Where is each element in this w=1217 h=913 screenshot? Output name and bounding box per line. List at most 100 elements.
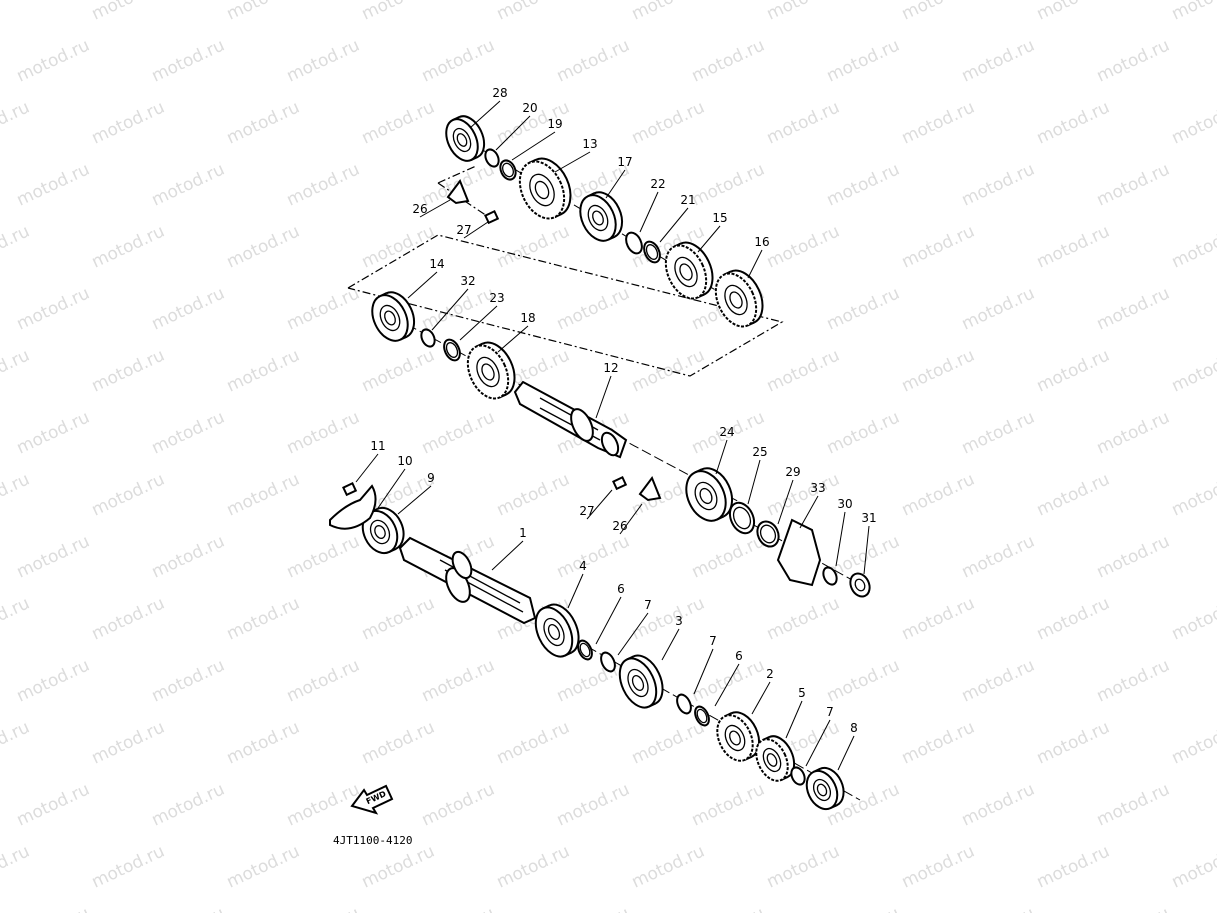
watermark-text: motod.ru [1034, 841, 1113, 892]
watermark-text: motod.ru [1094, 159, 1173, 210]
watermark-text: motod.ru [959, 779, 1038, 830]
watermark-text: motod.ru [899, 593, 978, 644]
diagram-code: 4JT1100-4120 [333, 834, 412, 847]
callout-leader [554, 151, 591, 173]
watermark-text: motod.ru [959, 159, 1038, 210]
watermark-text: motod.ru [959, 283, 1038, 334]
watermark-text: motod.ru [899, 221, 978, 272]
watermark-text: motod.ru [824, 903, 903, 913]
watermark-text: motod.ru [0, 345, 33, 396]
watermark-text: motod.ru [89, 0, 168, 25]
part-clip [625, 231, 643, 255]
watermark-text: motod.ru [899, 469, 978, 520]
callout-leader [491, 540, 524, 571]
watermark-text: motod.ru [764, 0, 843, 25]
part-ring [728, 501, 756, 535]
watermark-text: motod.ru [554, 903, 633, 913]
watermark-text: motod.ru [0, 469, 33, 520]
watermark-text: motod.ru [89, 345, 168, 396]
callout-leader [799, 495, 819, 529]
watermark-text: motod.ru [1169, 593, 1217, 644]
callout-label: 12 [603, 361, 618, 375]
callout-leader [837, 735, 855, 771]
watermark-text: motod.ru [1034, 593, 1113, 644]
watermark-text: motod.ru [1094, 779, 1173, 830]
watermark-text: motod.ru [824, 159, 903, 210]
watermark-text: motod.ru [284, 283, 363, 334]
part-clip [676, 693, 692, 715]
watermark-text: motod.ru [359, 717, 438, 768]
watermark-text: motod.ru [959, 407, 1038, 458]
watermark-text: motod.ru [494, 841, 573, 892]
callout-label: 1 [519, 526, 527, 540]
watermark-text: motod.ru [959, 903, 1038, 913]
watermark-text: motod.ru [899, 345, 978, 396]
watermark-text: motod.ru [0, 717, 33, 768]
watermark-text: motod.ru [554, 35, 633, 86]
callout-label: 27 [579, 504, 594, 518]
part-gear [716, 711, 761, 762]
watermark-text: motod.ru [494, 0, 573, 25]
callout-label: 15 [712, 211, 727, 225]
watermark-text: motod.ru [0, 841, 33, 892]
watermark-text: motod.ru [629, 0, 708, 25]
callout-leader [377, 468, 406, 509]
part-ring [443, 338, 461, 362]
watermark-text: motod.ru [689, 903, 768, 913]
watermark-text: motod.ru [149, 779, 228, 830]
callout-leader [661, 628, 680, 661]
watermark-text: motod.ru [899, 717, 978, 768]
watermark-text: motod.ru [824, 35, 903, 86]
callout-leader [397, 485, 432, 515]
callout-leader [697, 225, 721, 253]
part-bearing [445, 115, 486, 162]
watermark-text: motod.ru [359, 0, 438, 25]
watermark-text: motod.ru [1094, 283, 1173, 334]
part-clip [420, 328, 436, 348]
part-ring [694, 705, 710, 727]
part-clip [822, 566, 838, 586]
callout-leader [431, 288, 469, 331]
parts-layer [329, 115, 871, 811]
watermark-text: motod.ru [224, 97, 303, 148]
callout-label: 11 [370, 439, 385, 453]
part-gearlug [618, 654, 664, 709]
callout-label: 33 [810, 481, 825, 495]
callout-leader [714, 663, 740, 707]
callout-label: 2 [766, 667, 774, 681]
watermark-text: motod.ru [89, 841, 168, 892]
callout-label: 16 [754, 235, 769, 249]
watermark-text: motod.ru [284, 779, 363, 830]
watermark-text: motod.ru [359, 97, 438, 148]
callout-leader [863, 525, 870, 575]
callout-leader [777, 479, 794, 525]
watermark-text: motod.ru [284, 903, 363, 913]
watermark-text: motod.ru [494, 717, 573, 768]
watermark-text: motod.ru [284, 407, 363, 458]
callout-label: 22 [650, 177, 665, 191]
callout-label: 7 [644, 598, 652, 612]
callout-label: 30 [837, 497, 852, 511]
main-shaft-1 [398, 536, 537, 625]
callout-label: 3 [675, 614, 683, 628]
part-clip [600, 651, 616, 673]
callout-leader [605, 169, 626, 199]
callout-leader [619, 503, 643, 535]
watermark-text: motod.ru [764, 221, 843, 272]
callout-leader [586, 489, 613, 520]
callout-leader [497, 325, 529, 353]
callout-label: 9 [427, 471, 435, 485]
watermark-text: motod.ru [89, 469, 168, 520]
watermark-text: motod.ru [554, 531, 633, 582]
watermark-text: motod.ru [959, 35, 1038, 86]
watermark-text: motod.ru [419, 35, 498, 86]
part-bearing [685, 467, 734, 522]
watermark-text: motod.ru [1034, 345, 1113, 396]
callout-label: 8 [850, 721, 858, 735]
callout-label: 27 [456, 223, 471, 237]
watermark-text: motod.ru [764, 469, 843, 520]
part-sleeve [756, 520, 780, 548]
watermark-text: motod.ru [419, 903, 498, 913]
upper-assembly-outline [437, 165, 477, 184]
